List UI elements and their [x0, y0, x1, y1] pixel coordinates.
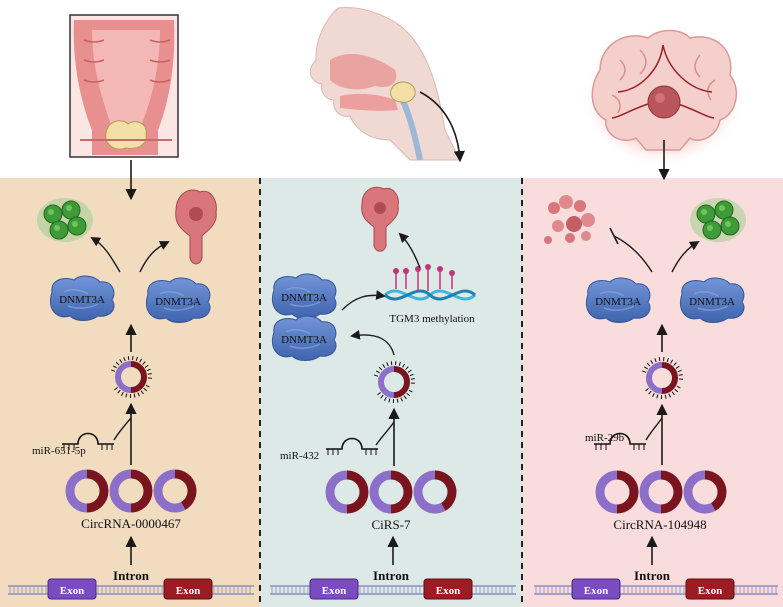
dnmt-label: DNMT3A: [281, 334, 327, 346]
arrow-p2-ring-dnmt: [350, 329, 395, 356]
mirna-label: miR-29b: [585, 432, 625, 444]
nasopharynx-head-icon: [309, 7, 461, 161]
mirna-hairpin-icon: [594, 432, 646, 450]
exon-intron-strand: [270, 578, 516, 600]
circrna-label: CiRS-7: [371, 517, 411, 532]
exon-label-right: Exon: [436, 585, 460, 597]
methylated-dna-icon: [383, 264, 477, 301]
circrna-ring-icon: [374, 361, 415, 404]
brain-tumor-icon: [581, 28, 745, 168]
circrna-label: CircRNA-104948: [613, 517, 706, 532]
dnmt-label: DNMT3A: [689, 296, 735, 308]
arrow-p2-dnmt-dna: [341, 290, 386, 311]
dnmt-label: DNMT3A: [59, 294, 105, 306]
exon-intron-strand: [8, 578, 254, 600]
arrow-p3-mirna: [645, 417, 663, 441]
dnmt-label: DNMT3A: [595, 296, 641, 308]
arrow-p1-right: [139, 241, 170, 273]
circrna-ring-row: [65, 469, 197, 513]
inhibit-bar: [609, 227, 619, 245]
colon-tumor-icon: [69, 14, 179, 158]
exon-label-right: Exon: [698, 585, 722, 597]
arrow-p2-dna-cell: [398, 232, 421, 269]
arrow-p3-right: [671, 240, 700, 273]
dnmt-label: DNMT3A: [155, 296, 201, 308]
arrow-nasopharynx-down: [419, 91, 465, 163]
exon-label-left: Exon: [584, 585, 608, 597]
mirna-hairpin-icon: [62, 432, 114, 450]
exon-label-right: Exon: [176, 585, 200, 597]
dnmt-label: DNMT3A: [281, 292, 327, 304]
methylation-label: TGM3 methylation: [389, 313, 475, 325]
migrating-cell-icon: [361, 186, 399, 252]
circrna-ring-row: [595, 470, 727, 514]
mirna-label: miR-432: [280, 450, 319, 462]
intron-label: Intron: [634, 568, 671, 583]
circrna-ring-icon: [642, 357, 683, 400]
circrna-ring-icon: [111, 356, 152, 399]
circrna-label: CircRNA-0000467: [81, 516, 181, 531]
intron-label: Intron: [373, 568, 410, 583]
proliferating-cells-icon: [37, 198, 93, 242]
proliferating-cells-icon: [690, 198, 746, 242]
apoptotic-cells-icon: [544, 195, 595, 244]
intron-label: Intron: [113, 568, 150, 583]
arrow-p1-mirna: [113, 417, 132, 441]
circrna-ring-row: [325, 470, 457, 514]
exon-label-left: Exon: [322, 585, 346, 597]
exon-intron-strand: [534, 578, 778, 600]
inhibit-p3-left: [613, 235, 653, 273]
migrating-cell-icon: [175, 189, 217, 265]
mirna-label: miR-651-5p: [32, 445, 86, 457]
arrow-p2-mirna: [375, 421, 395, 446]
exon-label-left: Exon: [60, 585, 84, 597]
mirna-hairpin-icon: [326, 437, 378, 455]
panel-glioma-bg: [522, 178, 783, 607]
arrow-p1-left: [90, 237, 121, 273]
